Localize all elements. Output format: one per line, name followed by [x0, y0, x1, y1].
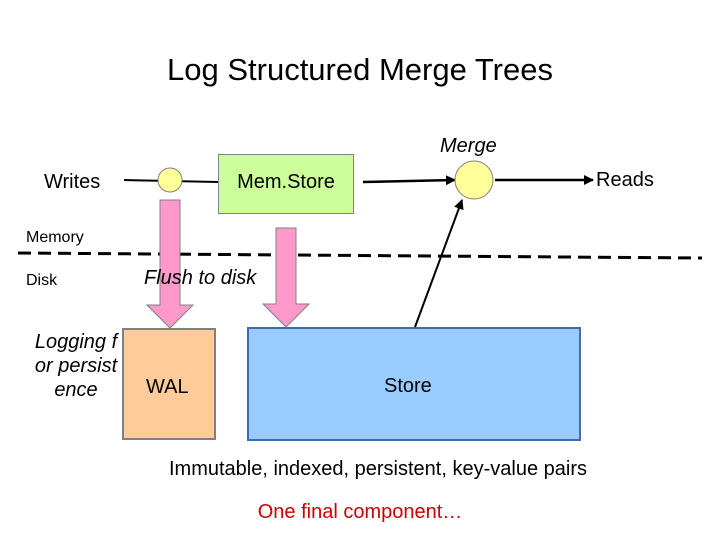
- flush-arrow-store: [261, 227, 311, 328]
- writes-label: Writes: [44, 171, 101, 193]
- memstore-to-merge-arrow: [362, 175, 456, 186]
- memstore-box: [218, 154, 354, 214]
- store-label: Store: [384, 375, 432, 397]
- footer-text: One final component…: [257, 501, 463, 523]
- merge-node: [454, 160, 494, 200]
- store-to-merge-arrow: [414, 199, 464, 328]
- memory-disk-divider: [17, 251, 703, 260]
- wal-box: [122, 328, 216, 440]
- disk-label: Disk: [26, 272, 58, 289]
- merge-label: Merge: [440, 135, 497, 157]
- slide-title: Log Structured Merge Trees: [167, 52, 553, 87]
- logging-label: Logging for persistence: [34, 331, 118, 401]
- reads-label: Reads: [596, 169, 654, 191]
- flush-label: Flush to disk: [144, 267, 257, 289]
- store-box: [247, 327, 581, 441]
- memory-label: Memory: [26, 229, 84, 246]
- wal-label: WAL: [146, 376, 189, 398]
- flush-arrow-wal: [145, 199, 195, 329]
- write-node: [157, 167, 183, 193]
- caption: Immutable, indexed, persistent, key-valu…: [169, 458, 587, 480]
- memstore-label: Mem.Store: [237, 171, 335, 193]
